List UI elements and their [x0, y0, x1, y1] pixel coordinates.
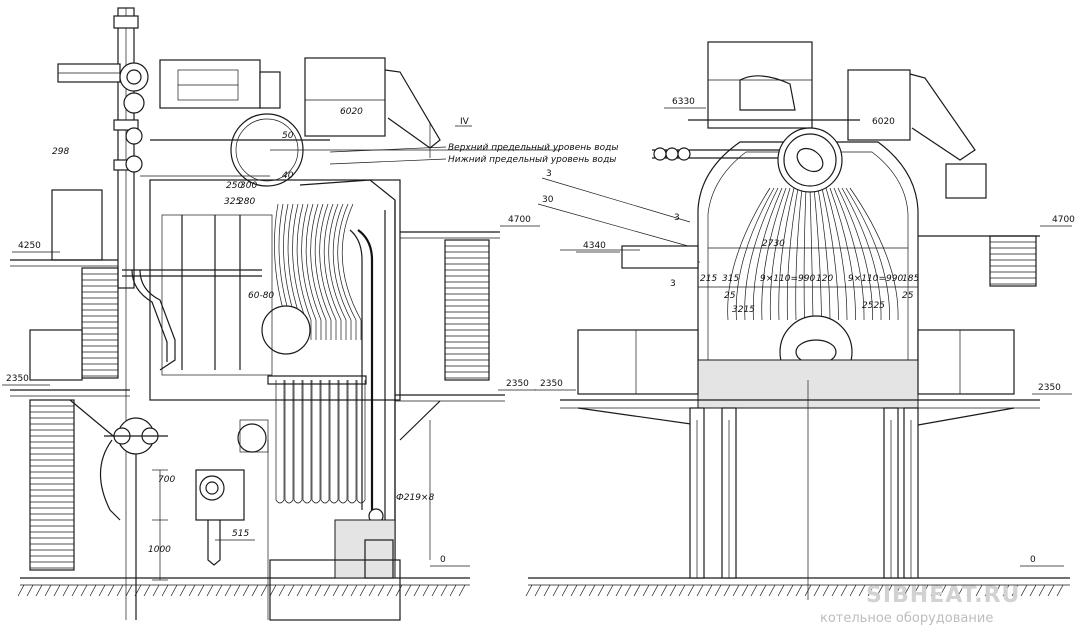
elev-left-0: 0: [440, 555, 446, 565]
dim-40: 40: [282, 171, 294, 181]
elev-right-6020: 6020: [872, 117, 895, 127]
elev-right-2350r: 2350: [1038, 383, 1061, 393]
watermark-brand: SIBHEAT.RU: [866, 583, 1020, 608]
dim-50: 50: [282, 131, 294, 141]
ground-left: [17, 577, 470, 597]
dim-325: 325: [224, 197, 241, 207]
dim-25-a: 25: [724, 291, 736, 301]
dim-2730: 2730: [762, 239, 785, 249]
elev-right-6330: 6330: [672, 97, 695, 107]
dim-120: 120: [816, 274, 833, 284]
water-level-upper: Верхний предельный уровень воды: [448, 143, 618, 153]
dim-9x110-a: 9×110=990: [760, 274, 815, 284]
dim-315: 315: [722, 274, 739, 284]
elev-left-2350r: 2350: [506, 379, 529, 389]
dim-298: 298: [52, 147, 69, 157]
left-section-view: [10, 7, 560, 621]
dim-6020: 6020: [340, 107, 363, 117]
watermark: SIBHEAT.RU котельное оборудование: [820, 583, 1020, 626]
dim-280: 280: [238, 197, 255, 207]
callout-30: 30: [542, 195, 554, 205]
elev-right-4700: 4700: [1052, 215, 1075, 225]
elev-right-4340: 4340: [583, 241, 606, 251]
dim-700: 700: [158, 475, 175, 485]
callout-3b: 3: [670, 279, 676, 289]
callout-3a: 3: [674, 213, 680, 223]
elev-left-4700: 4700: [508, 215, 531, 225]
elev-right-0: 0: [1030, 555, 1036, 565]
dim-9x110-b: 9×110=990: [848, 274, 903, 284]
dim-60-80: 60-80: [248, 291, 274, 301]
elev-right-2350: 2350: [540, 379, 563, 389]
watermark-tagline: котельное оборудование: [820, 611, 993, 626]
section-mark-iv: IV: [460, 117, 470, 127]
right-front-view: [560, 41, 1040, 600]
dim-300: 300: [240, 181, 257, 191]
elevation-labels: 4250 2350 4700 2350 0 6330 6020 4340 235…: [2, 97, 1075, 567]
water-level-lower: Нижний предельный уровень воды: [448, 155, 616, 165]
dim-3215: 3215: [732, 305, 755, 315]
right-view-annotations: 3 30 3 3 2730 215 315 9×110=990 120 9×11…: [537, 169, 919, 315]
dim-25-b: 25: [902, 291, 914, 301]
callout-3: 3: [546, 169, 552, 179]
elev-left-4250: 4250: [18, 241, 41, 251]
dim-515: 515: [232, 529, 249, 539]
dim-1000: 1000: [148, 545, 171, 555]
ground-right: [525, 577, 1070, 597]
dim-250: 250: [226, 181, 243, 191]
dim-215: 215: [700, 274, 717, 284]
dim-2525: 2525: [862, 301, 885, 311]
left-view-annotations: Верхний предельный уровень воды Нижний п…: [52, 107, 618, 555]
dim-185: 185: [902, 274, 919, 284]
elev-left-2350: 2350: [6, 374, 29, 384]
dim-pipe-219: Ф219×8: [396, 493, 434, 503]
